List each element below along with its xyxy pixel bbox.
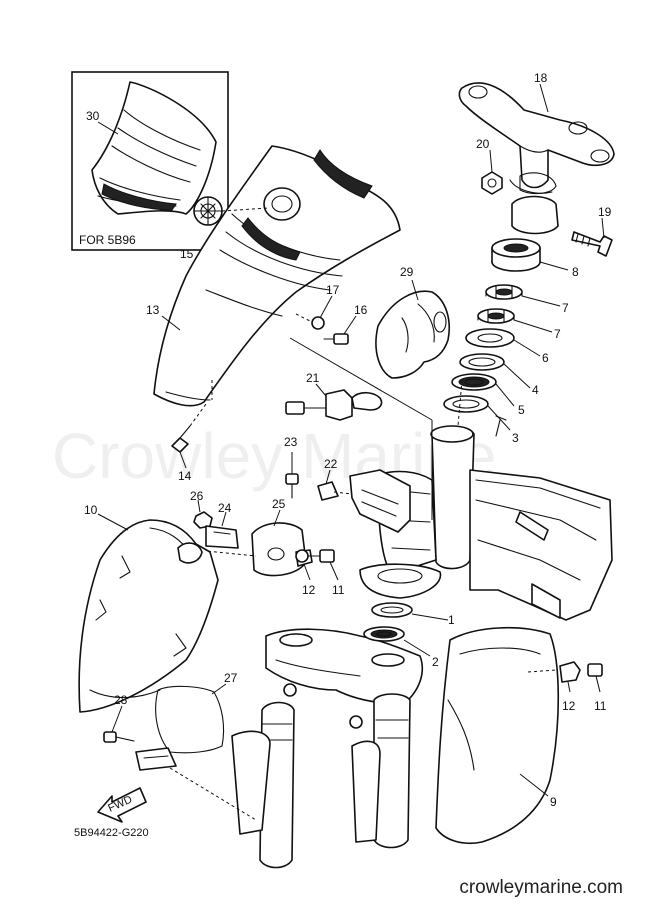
part-21-bracket: [285, 337, 433, 520]
callout-numbers: 18 20 19 8 7 7 6 4 5 3 29 17 16 13 15 14…: [84, 71, 612, 809]
inset-box: 30 FOR 5B96: [71, 71, 229, 251]
part-12-11-right: [559, 661, 603, 683]
callout-9: 9: [550, 795, 557, 809]
callout-27: 27: [224, 671, 238, 685]
part-6-washer: [465, 328, 515, 348]
part-7-nut-upper: [485, 284, 523, 300]
drawing-code: 5B94422-G220: [74, 827, 149, 839]
part-stem-clamp: [509, 172, 559, 235]
leader-lines: [97, 83, 605, 797]
callout-30: 30: [86, 109, 100, 123]
callout-11-left: 11: [332, 583, 345, 597]
callout-12-left: 12: [302, 583, 316, 597]
part-13-front-cowl: [153, 145, 401, 407]
callout-25: 25: [272, 497, 286, 511]
part-1-race-lower: [371, 602, 413, 618]
callout-6: 6: [542, 351, 549, 365]
part-10-inner-panel: [78, 519, 219, 713]
part-14-screw: [171, 403, 207, 453]
part-under-bracket: [265, 628, 424, 729]
callout-8: 8: [572, 265, 579, 279]
part-8-sleeve: [491, 238, 541, 272]
callout-15: 15: [180, 247, 194, 261]
callout-20: 20: [476, 137, 490, 151]
part-20-nut: [481, 171, 503, 195]
part-23-bolt: [285, 473, 299, 499]
part-3-race: [443, 395, 489, 413]
callout-21: 21: [306, 371, 320, 385]
part-26-screw: [193, 511, 213, 529]
part-12-11-left: [295, 549, 335, 563]
fork-tubes: [169, 693, 411, 869]
part-19-bolt: [571, 231, 613, 257]
callout-24: 24: [218, 501, 232, 515]
callout-16: 16: [354, 303, 368, 317]
callout-13: 13: [146, 303, 160, 317]
callout-4: 4: [532, 383, 539, 397]
part-16-17-hardware: [295, 313, 349, 345]
callout-10: 10: [84, 503, 98, 517]
callout-19: 19: [598, 205, 612, 219]
part-2-bearing-lower: [363, 626, 405, 642]
part-15-grommet: [193, 196, 269, 226]
part-22-bracket: [317, 469, 411, 533]
part-24-clip: [205, 525, 239, 549]
callout-18: 18: [534, 71, 548, 85]
part-4-race: [459, 353, 505, 371]
callout-14: 14: [178, 469, 192, 483]
callout-7-lower: 7: [554, 327, 561, 341]
callout-17: 17: [326, 283, 340, 297]
site-url: crowleymarine.com: [459, 877, 623, 898]
part-18-handle-bracket: [458, 82, 615, 189]
callout-26: 26: [190, 489, 204, 503]
part-9-leg-shield: [435, 627, 560, 844]
callout-3: 3: [512, 431, 519, 445]
callout-12-right: 12: [562, 699, 576, 713]
callout-29: 29: [400, 265, 414, 279]
callout-11-right: 11: [594, 699, 607, 713]
inset-label: FOR 5B96: [79, 233, 136, 247]
callout-5: 5: [518, 403, 525, 417]
part-28-bolt: [103, 731, 135, 743]
part-5-bearing: [451, 373, 497, 391]
callout-22: 22: [324, 457, 338, 471]
callout-1: 1: [448, 613, 455, 627]
callout-28: 28: [114, 693, 128, 707]
callout-2: 2: [432, 655, 439, 669]
part-7-nut-lower: [477, 308, 515, 324]
callout-23: 23: [284, 435, 298, 449]
part-27-wire-bracket: [135, 685, 225, 771]
callout-7-upper: 7: [562, 301, 569, 315]
part-29-switch-housing: [375, 290, 450, 379]
fwd-arrow: FWD: [97, 787, 147, 823]
